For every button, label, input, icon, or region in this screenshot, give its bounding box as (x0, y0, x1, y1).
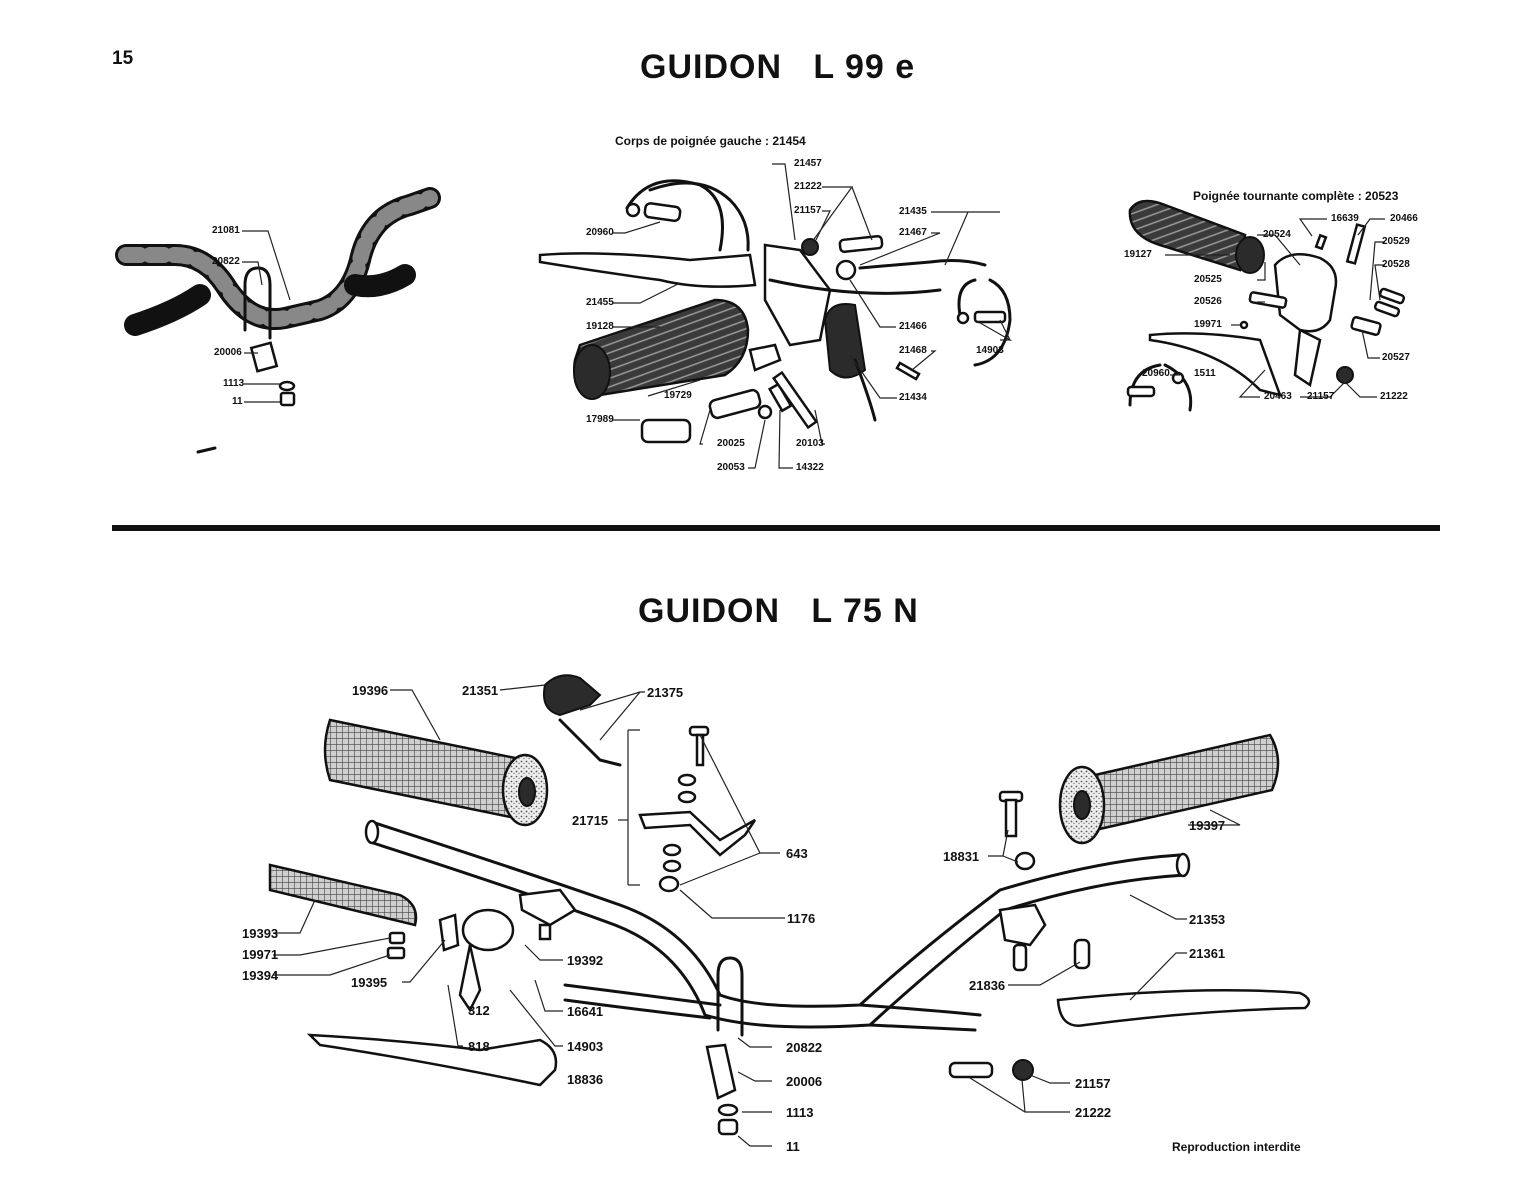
callout-label: 21081 (212, 225, 240, 236)
callout-label: 1113 (786, 1105, 814, 1120)
callout-label: 21157 (1075, 1076, 1111, 1091)
callout-label: 21222 (794, 181, 822, 192)
callout-label: 20528 (1382, 259, 1410, 270)
callout-label: 20822 (786, 1040, 823, 1055)
callout-label: 21375 (647, 685, 684, 700)
callout-label: 21353 (1189, 912, 1226, 927)
callout-label: 19393 (242, 926, 279, 941)
callout-label: 14903 (976, 345, 1004, 356)
section-title-l75n: GUIDON L 75 N (638, 592, 919, 630)
callout-label: 21351 (462, 683, 499, 698)
callout-label: 21157 (1307, 391, 1335, 402)
callout-label: 21222 (1075, 1105, 1112, 1120)
callout-label: 20463 (1264, 391, 1292, 402)
section-divider (112, 525, 1440, 531)
callout-label: 21434 (899, 392, 927, 403)
callout-label: 19127 (1124, 249, 1152, 260)
callout-label: 21457 (794, 158, 822, 169)
l75n-handlebar-drawing (268, 674, 1311, 1136)
callout-label: 21222 (1380, 391, 1408, 402)
callout-label: 20006 (786, 1074, 823, 1089)
callout-label: 21468 (899, 345, 927, 356)
leader-lines (242, 163, 1385, 1147)
callout-label: 18831 (943, 849, 980, 864)
callout-label: 20524 (1263, 229, 1291, 240)
callout-label: 21715 (572, 813, 609, 828)
callout-label: 19392 (567, 953, 604, 968)
callout-label: 19971 (242, 947, 279, 962)
l99e-left-grip-drawing (538, 179, 1012, 444)
callout-label: 21361 (1189, 946, 1226, 961)
callout-label: 19396 (352, 683, 389, 698)
callout-label: 14322 (796, 462, 824, 473)
callout-label: 19729 (664, 390, 692, 401)
callout-label: 11 (232, 396, 243, 407)
callout-label: 1176 (787, 911, 816, 926)
subtitle-left-grip-body: Corps de poignée gauche : 21454 (615, 134, 806, 148)
callout-label: 20526 (1194, 296, 1222, 307)
subtitle-twist-grip: Poignée tournante complète : 20523 (1193, 189, 1399, 203)
callout-label: 20822 (212, 256, 240, 267)
l99e-twist-grip-drawing (1126, 199, 1406, 412)
callout-label: 19397 (1189, 818, 1226, 833)
callout-label: 20006 (214, 347, 242, 358)
callout-label: 818 (468, 1039, 490, 1054)
callout-label: 21435 (899, 206, 927, 217)
callout-label: 19394 (242, 968, 279, 983)
callout-label: 1113 (223, 378, 245, 389)
callout-label: 19971 (1194, 319, 1222, 330)
callout-label: 20103 (796, 438, 824, 449)
callout-label: 16639 (1331, 213, 1359, 224)
callout-label: 20466 (1390, 213, 1418, 224)
callout-label: 20529 (1382, 236, 1410, 247)
callout-label: 312 (468, 1003, 490, 1018)
section-title-l99e: GUIDON L 99 e (640, 48, 916, 86)
callout-label: 643 (786, 846, 808, 861)
callout-label: 20025 (717, 438, 745, 449)
callout-label: 18836 (567, 1072, 604, 1087)
callout-label: 19128 (586, 321, 614, 332)
l99e-handlebar-drawing (115, 187, 441, 454)
callout-label: 21455 (586, 297, 614, 308)
callout-label: 21466 (899, 321, 927, 332)
callout-label: 20960 (586, 227, 614, 238)
callout-label: 11 (786, 1139, 800, 1154)
callout-label: 21157 (794, 205, 822, 216)
callout-label: 21467 (899, 227, 927, 238)
reproduction-notice: Reproduction interdite (1172, 1140, 1301, 1154)
callout-label: 1511 (1194, 368, 1216, 379)
callout-label: 20525 (1194, 274, 1222, 285)
callout-label: 19395 (351, 975, 388, 990)
callout-label: 14903 (567, 1039, 604, 1054)
callout-label: 21836 (969, 978, 1006, 993)
callout-label: 20960 (1142, 368, 1170, 379)
callout-label: 20527 (1382, 352, 1410, 363)
callout-label: 17989 (586, 414, 614, 425)
callout-label: 20053 (717, 462, 745, 473)
callout-label: 16641 (567, 1004, 604, 1019)
page-number: 15 (112, 48, 134, 69)
